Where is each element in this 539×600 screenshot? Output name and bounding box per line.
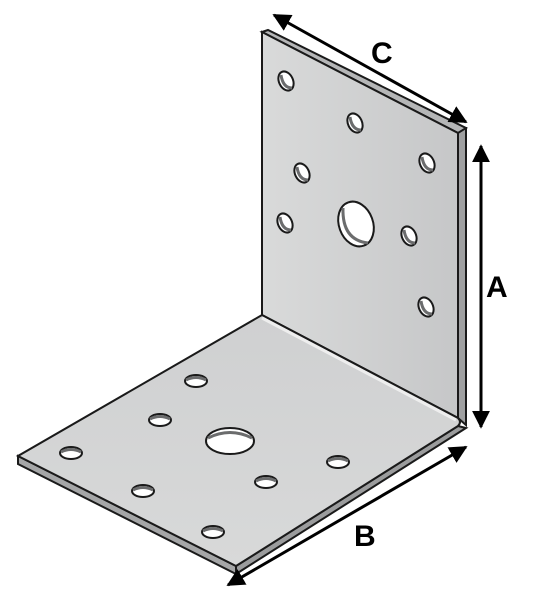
dimension-label-c: C	[371, 37, 393, 70]
dimension-arrow-b	[226, 445, 468, 587]
dimension-arrow-c	[272, 13, 468, 124]
dimension-label-b: B	[354, 520, 376, 553]
bend-line	[261, 316, 457, 422]
vertical-plate-edge	[457, 127, 467, 428]
dimension-label-a: A	[486, 271, 508, 304]
large-hole	[337, 200, 375, 248]
